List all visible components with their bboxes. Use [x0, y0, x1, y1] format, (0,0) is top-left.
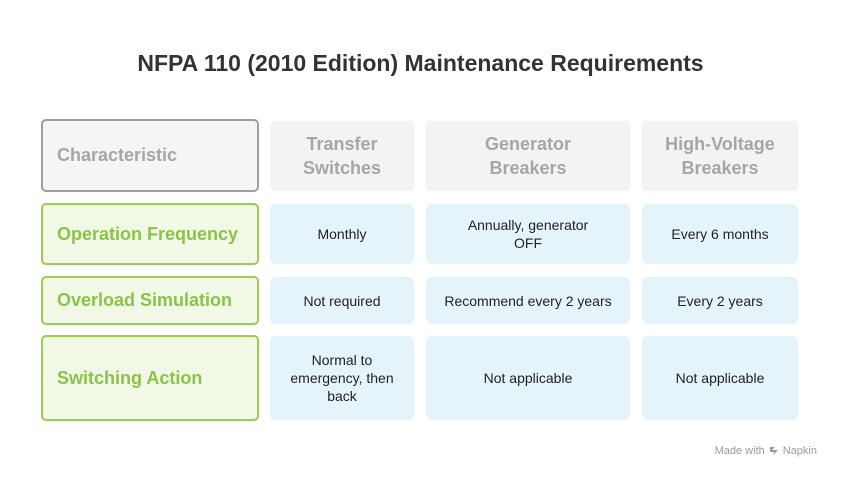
table-cell: Recommend every 2 years: [426, 277, 630, 324]
row-header-switching-action: Switching Action: [41, 335, 259, 421]
table-cell: Every 6 months: [642, 204, 798, 264]
column-header-high-voltage-breakers: High-Voltage Breakers: [642, 121, 798, 191]
napkin-watermark: Made with Napkin: [715, 445, 817, 457]
table-cell: Not applicable: [642, 336, 798, 420]
row-header-overload-simulation: Overload Simulation: [41, 276, 259, 325]
table-cell: Not required: [270, 277, 414, 324]
made-with-label: Made with: [714, 445, 765, 457]
page-title: NFPA 110 (2010 Edition) Maintenance Requ…: [137, 50, 704, 76]
column-header-transfer-switches: Transfer Switches: [270, 121, 414, 191]
table-cell: Not applicable: [426, 336, 630, 420]
table-cell: Annually, generator OFF: [426, 204, 630, 264]
napkin-logo-icon: [769, 446, 779, 456]
table-cell: Every 2 years: [642, 277, 798, 324]
corner-header: Characteristic: [41, 119, 259, 192]
napkin-brand-label: Napkin: [782, 445, 817, 457]
table-cell: Normal to emergency, then back: [270, 336, 414, 420]
column-header-generator-breakers: Generator Breakers: [426, 121, 630, 191]
table-cell: Monthly: [270, 204, 414, 264]
row-header-operation-frequency: Operation Frequency: [41, 203, 259, 265]
